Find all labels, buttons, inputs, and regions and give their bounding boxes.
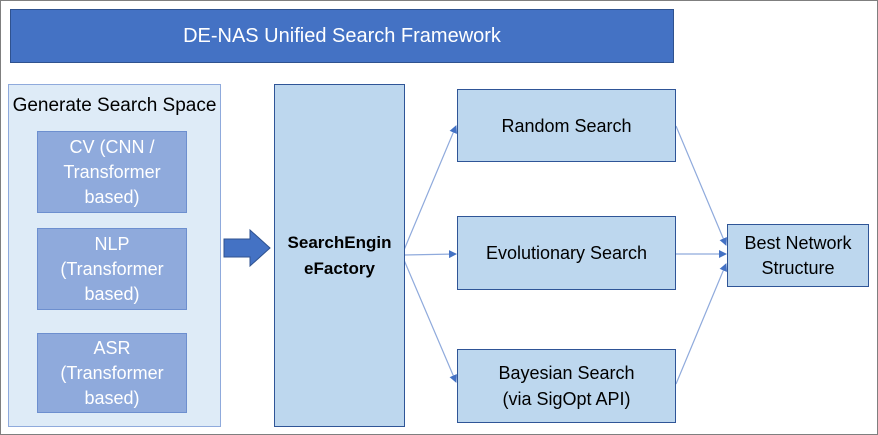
search-space-panel: Generate Search Space CV (CNN / Transfor… bbox=[8, 84, 221, 427]
block-arrow-to-factory bbox=[223, 228, 271, 268]
search-space-heading: Generate Search Space bbox=[12, 95, 217, 116]
bayesian-search-box: Bayesian Search (via SigOpt API) bbox=[457, 349, 676, 423]
arrow-bayesian-to-output bbox=[675, 263, 727, 385]
arrow-factory-to-evolutionary bbox=[403, 250, 457, 259]
arrow-factory-to-random bbox=[403, 125, 457, 251]
search-engine-factory-box: SearchEngin eFactory bbox=[274, 84, 405, 427]
evolutionary-search-box: Evolutionary Search bbox=[457, 216, 676, 290]
arrow-random-to-output bbox=[675, 125, 727, 246]
cv-category-box: CV (CNN / Transformer based) bbox=[37, 131, 187, 213]
best-network-structure-box: Best Network Structure bbox=[727, 224, 869, 287]
arrow-factory-to-bayesian bbox=[403, 259, 457, 383]
framework-title: DE-NAS Unified Search Framework bbox=[10, 9, 674, 63]
asr-category-box: ASR (Transformer based) bbox=[37, 333, 187, 413]
nlp-category-box: NLP (Transformer based) bbox=[37, 228, 187, 310]
random-search-box: Random Search bbox=[457, 89, 676, 162]
